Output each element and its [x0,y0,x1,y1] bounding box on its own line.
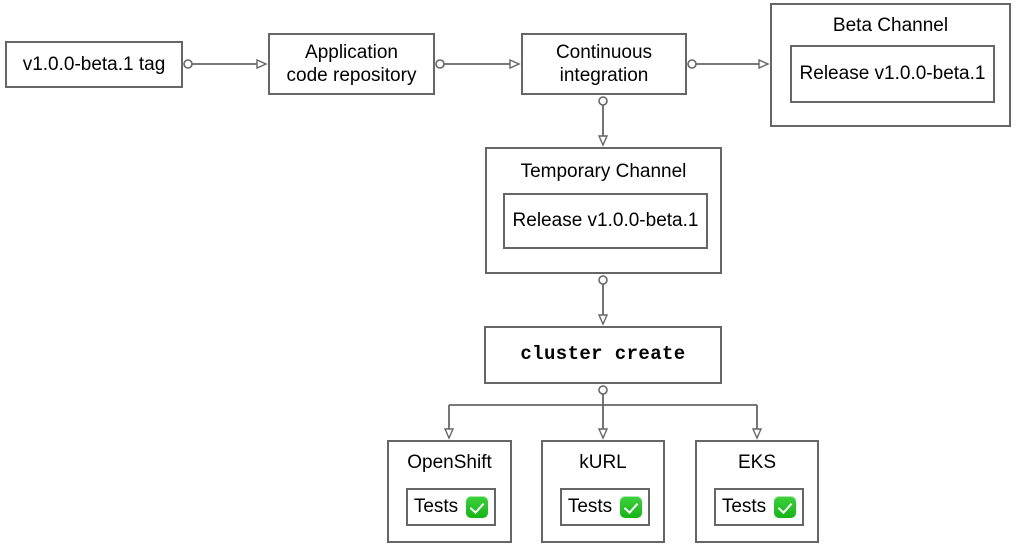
node-version-tag[interactable]: v1.0.0-beta.1 tag [5,41,183,88]
beta-channel-release-box[interactable]: Release v1.0.0-beta.1 [790,45,995,103]
group-target-eks[interactable]: EKS Tests [695,440,819,543]
target-kurl-title: kURL [579,452,627,473]
edge-tag-to-repo [183,60,266,68]
beta-channel-release-label: Release v1.0.0-beta.1 [799,63,986,84]
node-cluster-create-label: cluster create [520,343,686,366]
edge-cluster-create-to-targets [449,385,757,438]
target-eks-title: EKS [737,452,777,473]
group-beta-channel[interactable]: Beta Channel Release v1.0.0-beta.1 [770,3,1011,127]
node-continuous-integration-label: Continuous integration [555,41,653,86]
temporary-channel-release-box[interactable]: Release v1.0.0-beta.1 [503,193,708,249]
target-openshift-tests-label: Tests [413,496,459,517]
target-eks-tests-box[interactable]: Tests [714,488,804,526]
edge-ci-to-temporary-channel [599,96,607,145]
group-temporary-channel[interactable]: Temporary Channel Release v1.0.0-beta.1 [485,147,722,274]
target-openshift-tests-box[interactable]: Tests [406,488,496,526]
node-continuous-integration[interactable]: Continuous integration [521,33,687,95]
group-target-kurl[interactable]: kURL Tests [541,440,665,543]
group-target-openshift[interactable]: OpenShift Tests [387,440,512,543]
green-check-icon [620,496,643,518]
temporary-channel-release-label: Release v1.0.0-beta.1 [512,210,699,231]
target-kurl-tests-label: Tests [567,496,613,517]
target-eks-tests-label: Tests [721,496,767,517]
edge-ci-to-beta-channel [687,60,768,68]
green-check-icon [466,496,489,518]
group-temporary-channel-title: Temporary Channel [520,161,687,182]
node-application-code-repository-label: Application code repository [286,41,417,86]
node-version-tag-label: v1.0.0-beta.1 tag [22,53,166,75]
edge-temporary-channel-to-cluster-create [599,275,607,324]
target-kurl-tests-box[interactable]: Tests [560,488,650,526]
green-check-icon [774,496,797,518]
node-application-code-repository[interactable]: Application code repository [268,33,435,95]
node-cluster-create[interactable]: cluster create [484,326,722,384]
group-beta-channel-title: Beta Channel [832,15,949,36]
target-openshift-title: OpenShift [407,452,492,473]
edge-repo-to-ci [435,60,519,68]
